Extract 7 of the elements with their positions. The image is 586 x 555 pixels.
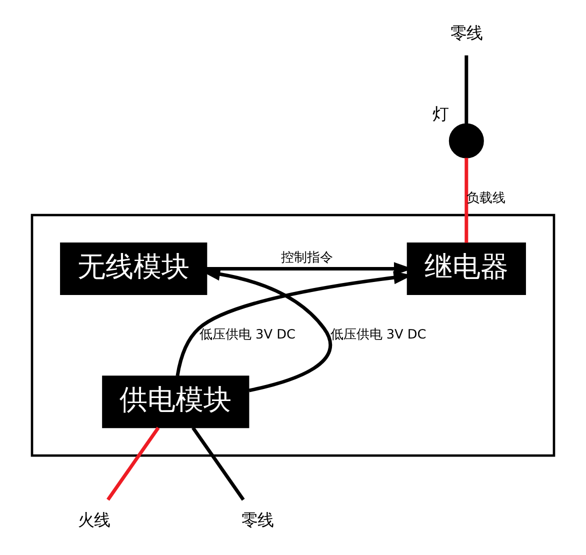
edge-label: 低压供电 3V DC bbox=[330, 328, 426, 343]
edge-label: 低压供电 3V DC bbox=[199, 328, 296, 343]
edge-label: 控制指令 bbox=[281, 250, 334, 266]
node-text: 零线 bbox=[450, 23, 482, 42]
node-text: 火线 bbox=[78, 510, 110, 530]
node-label: 灯 bbox=[432, 104, 449, 124]
node-text: 零线 bbox=[241, 510, 274, 530]
